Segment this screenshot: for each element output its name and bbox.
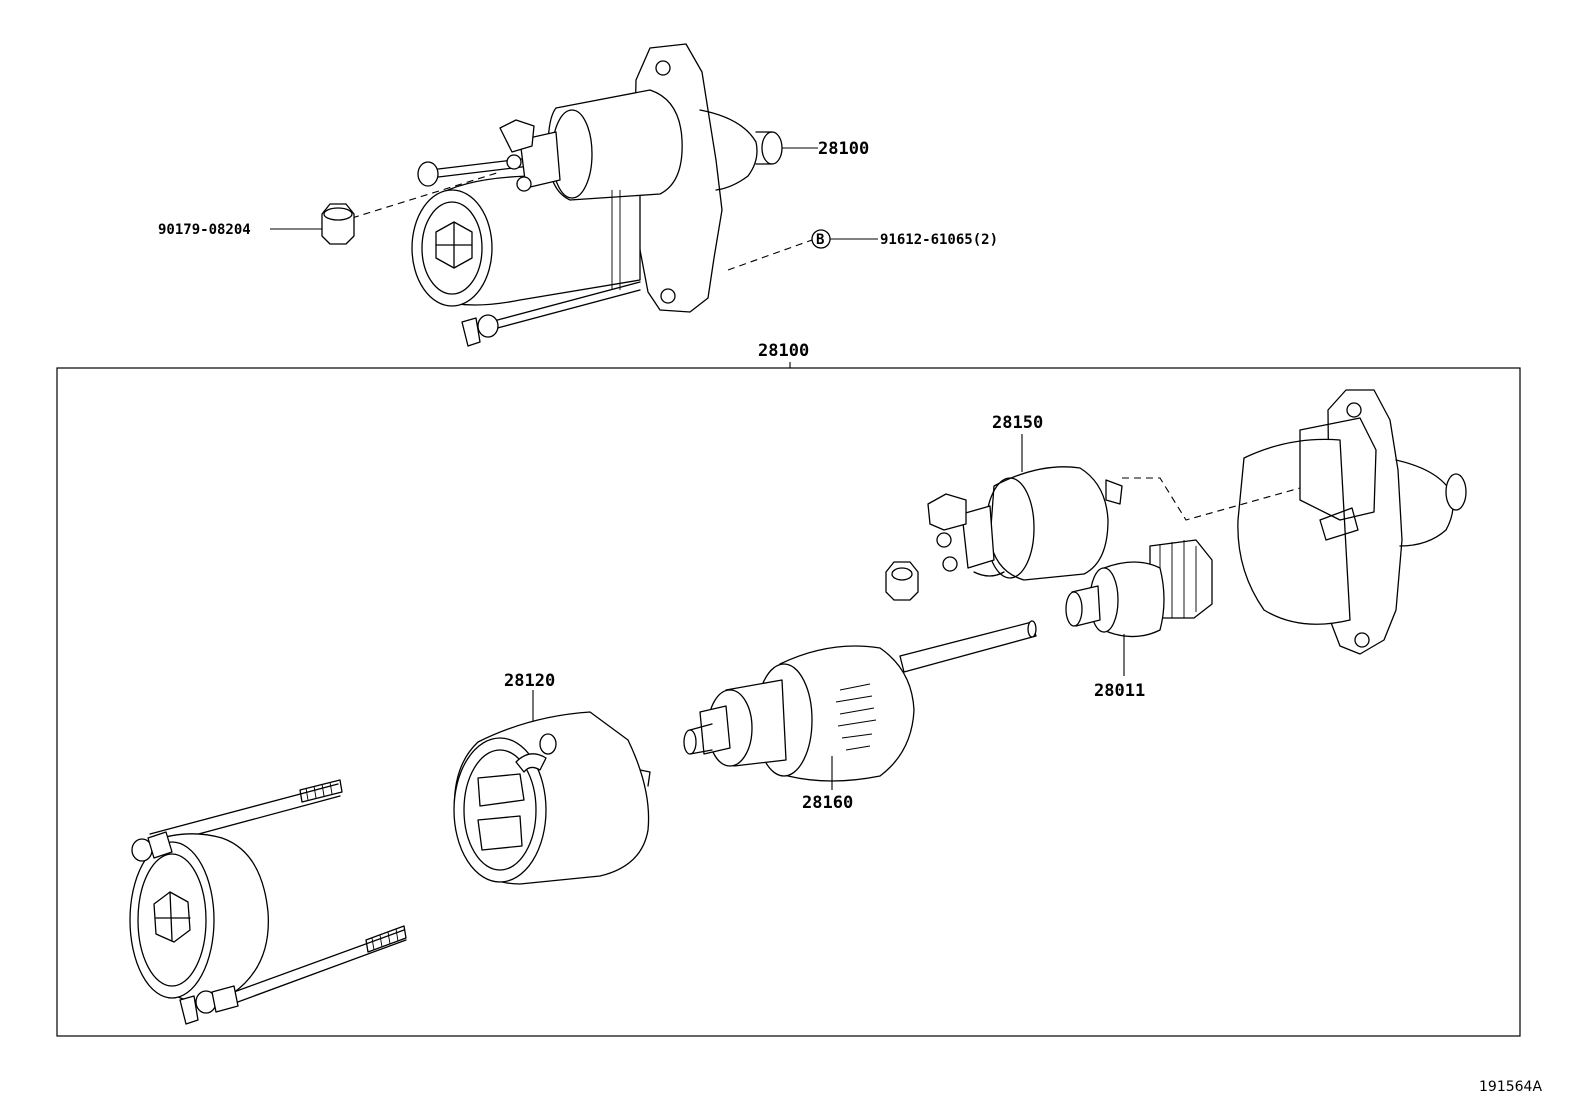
clutch-part-number: 28011 bbox=[1094, 681, 1145, 701]
terminal-nut-drawing bbox=[885, 561, 919, 601]
solenoid-to-housing-dashed-line bbox=[1122, 477, 1301, 521]
armature-drawing bbox=[683, 620, 1037, 782]
starter-clutch-drawing bbox=[1065, 539, 1213, 638]
armature-part-number: 28160 bbox=[802, 793, 853, 813]
starter-assembly-drawing bbox=[351, 43, 813, 347]
bolt-marker-letter: B bbox=[816, 232, 824, 248]
diagram-reference-code: 191564A bbox=[1479, 1079, 1542, 1095]
solenoid-drawing bbox=[927, 466, 1123, 581]
nut-part-drawing bbox=[321, 203, 355, 245]
yoke-part-number: 28120 bbox=[504, 671, 555, 691]
end-frame-drawing bbox=[129, 779, 407, 1025]
yoke-drawing bbox=[453, 711, 651, 885]
nut-part-number: 90179-08204 bbox=[158, 222, 251, 238]
solenoid-part-number: 28150 bbox=[992, 413, 1043, 433]
drive-housing-drawing bbox=[1237, 389, 1467, 655]
kit-frame-box bbox=[56, 367, 1521, 1037]
bolt-part-number: 91612-61065(2) bbox=[880, 232, 998, 248]
kit-frame-part-number: 28100 bbox=[758, 341, 809, 361]
starter-part-number: 28100 bbox=[818, 139, 869, 159]
